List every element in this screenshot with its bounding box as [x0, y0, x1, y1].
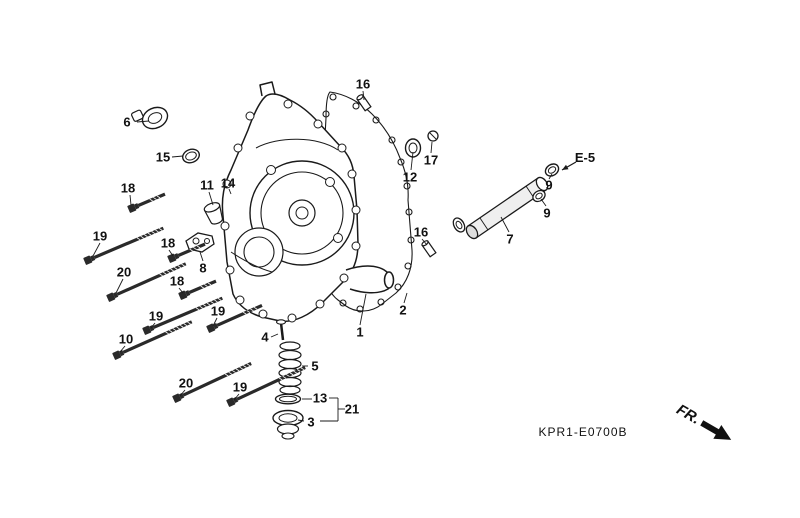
- reference-label: E-5: [575, 150, 595, 165]
- clamp-upper: [544, 163, 560, 177]
- crankcase-cover: [220, 81, 395, 323]
- dowel-pin-right: [421, 240, 437, 258]
- dowel-pin-top: [356, 94, 372, 112]
- water-tube-assembly: [421, 163, 560, 258]
- bolt-19-a: [81, 223, 167, 267]
- o-ring-13: [274, 393, 302, 405]
- bolt-10: [110, 316, 195, 362]
- bracket-8: [185, 232, 215, 253]
- front-label: FR.: [674, 401, 703, 428]
- tube-end-top: [535, 176, 549, 192]
- front-direction-indicator: FR.: [674, 401, 732, 440]
- cup-11: [203, 202, 224, 225]
- spring-5: [278, 341, 302, 395]
- front-arrow-icon: [700, 420, 732, 440]
- bolt-18-c: [176, 276, 220, 302]
- oil-filler-cap: [131, 106, 169, 130]
- o-ring-15: [182, 148, 200, 164]
- screw-17: [427, 130, 439, 142]
- tube-end-bottom: [465, 224, 479, 240]
- seal-washer-12: [404, 138, 422, 158]
- bolt-18-a: [125, 189, 169, 215]
- valve-pin-4: [275, 319, 287, 341]
- cover-flange-holes: [220, 99, 361, 323]
- diagram-code: KPR1-E0700B: [538, 425, 627, 439]
- leader-lines: [92, 90, 553, 422]
- tube-seal: [452, 217, 466, 233]
- bolt-20-a: [104, 258, 189, 304]
- reference-arrow: [561, 161, 577, 171]
- plug-3: [272, 409, 304, 440]
